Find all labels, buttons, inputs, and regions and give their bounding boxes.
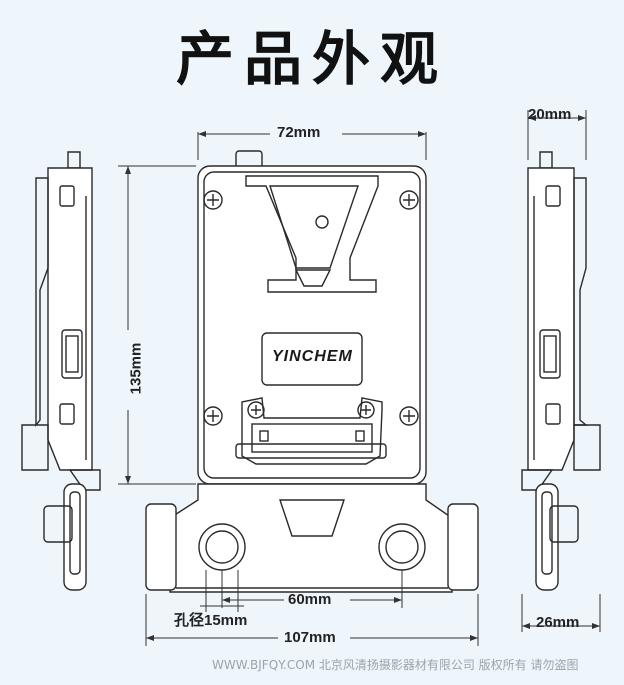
dimension-width-top: 72mm: [277, 124, 321, 141]
page-title: 产品外观: [175, 25, 448, 93]
front-view: [145, 150, 479, 593]
dimension-lines: [118, 110, 601, 646]
dimension-depth-bottom: 26mm: [536, 614, 580, 631]
dimension-height: 135mm: [127, 342, 145, 395]
brand-logo: YINCHEM: [272, 348, 353, 365]
dimension-depth-top: 20mm: [528, 106, 572, 123]
dimension-arrows: [125, 115, 600, 641]
left-side-view: [21, 151, 101, 591]
dimension-width-bottom: 107mm: [284, 629, 336, 646]
right-side-view: [521, 151, 601, 591]
dimension-hole-diameter: 孔径15mm: [174, 612, 248, 629]
dimension-rod-spacing: 60mm: [288, 591, 332, 608]
watermark: WWW.BJFQY.COM 北京风清扬摄影器材有限公司 版权所有 请勿盗图: [212, 658, 579, 672]
